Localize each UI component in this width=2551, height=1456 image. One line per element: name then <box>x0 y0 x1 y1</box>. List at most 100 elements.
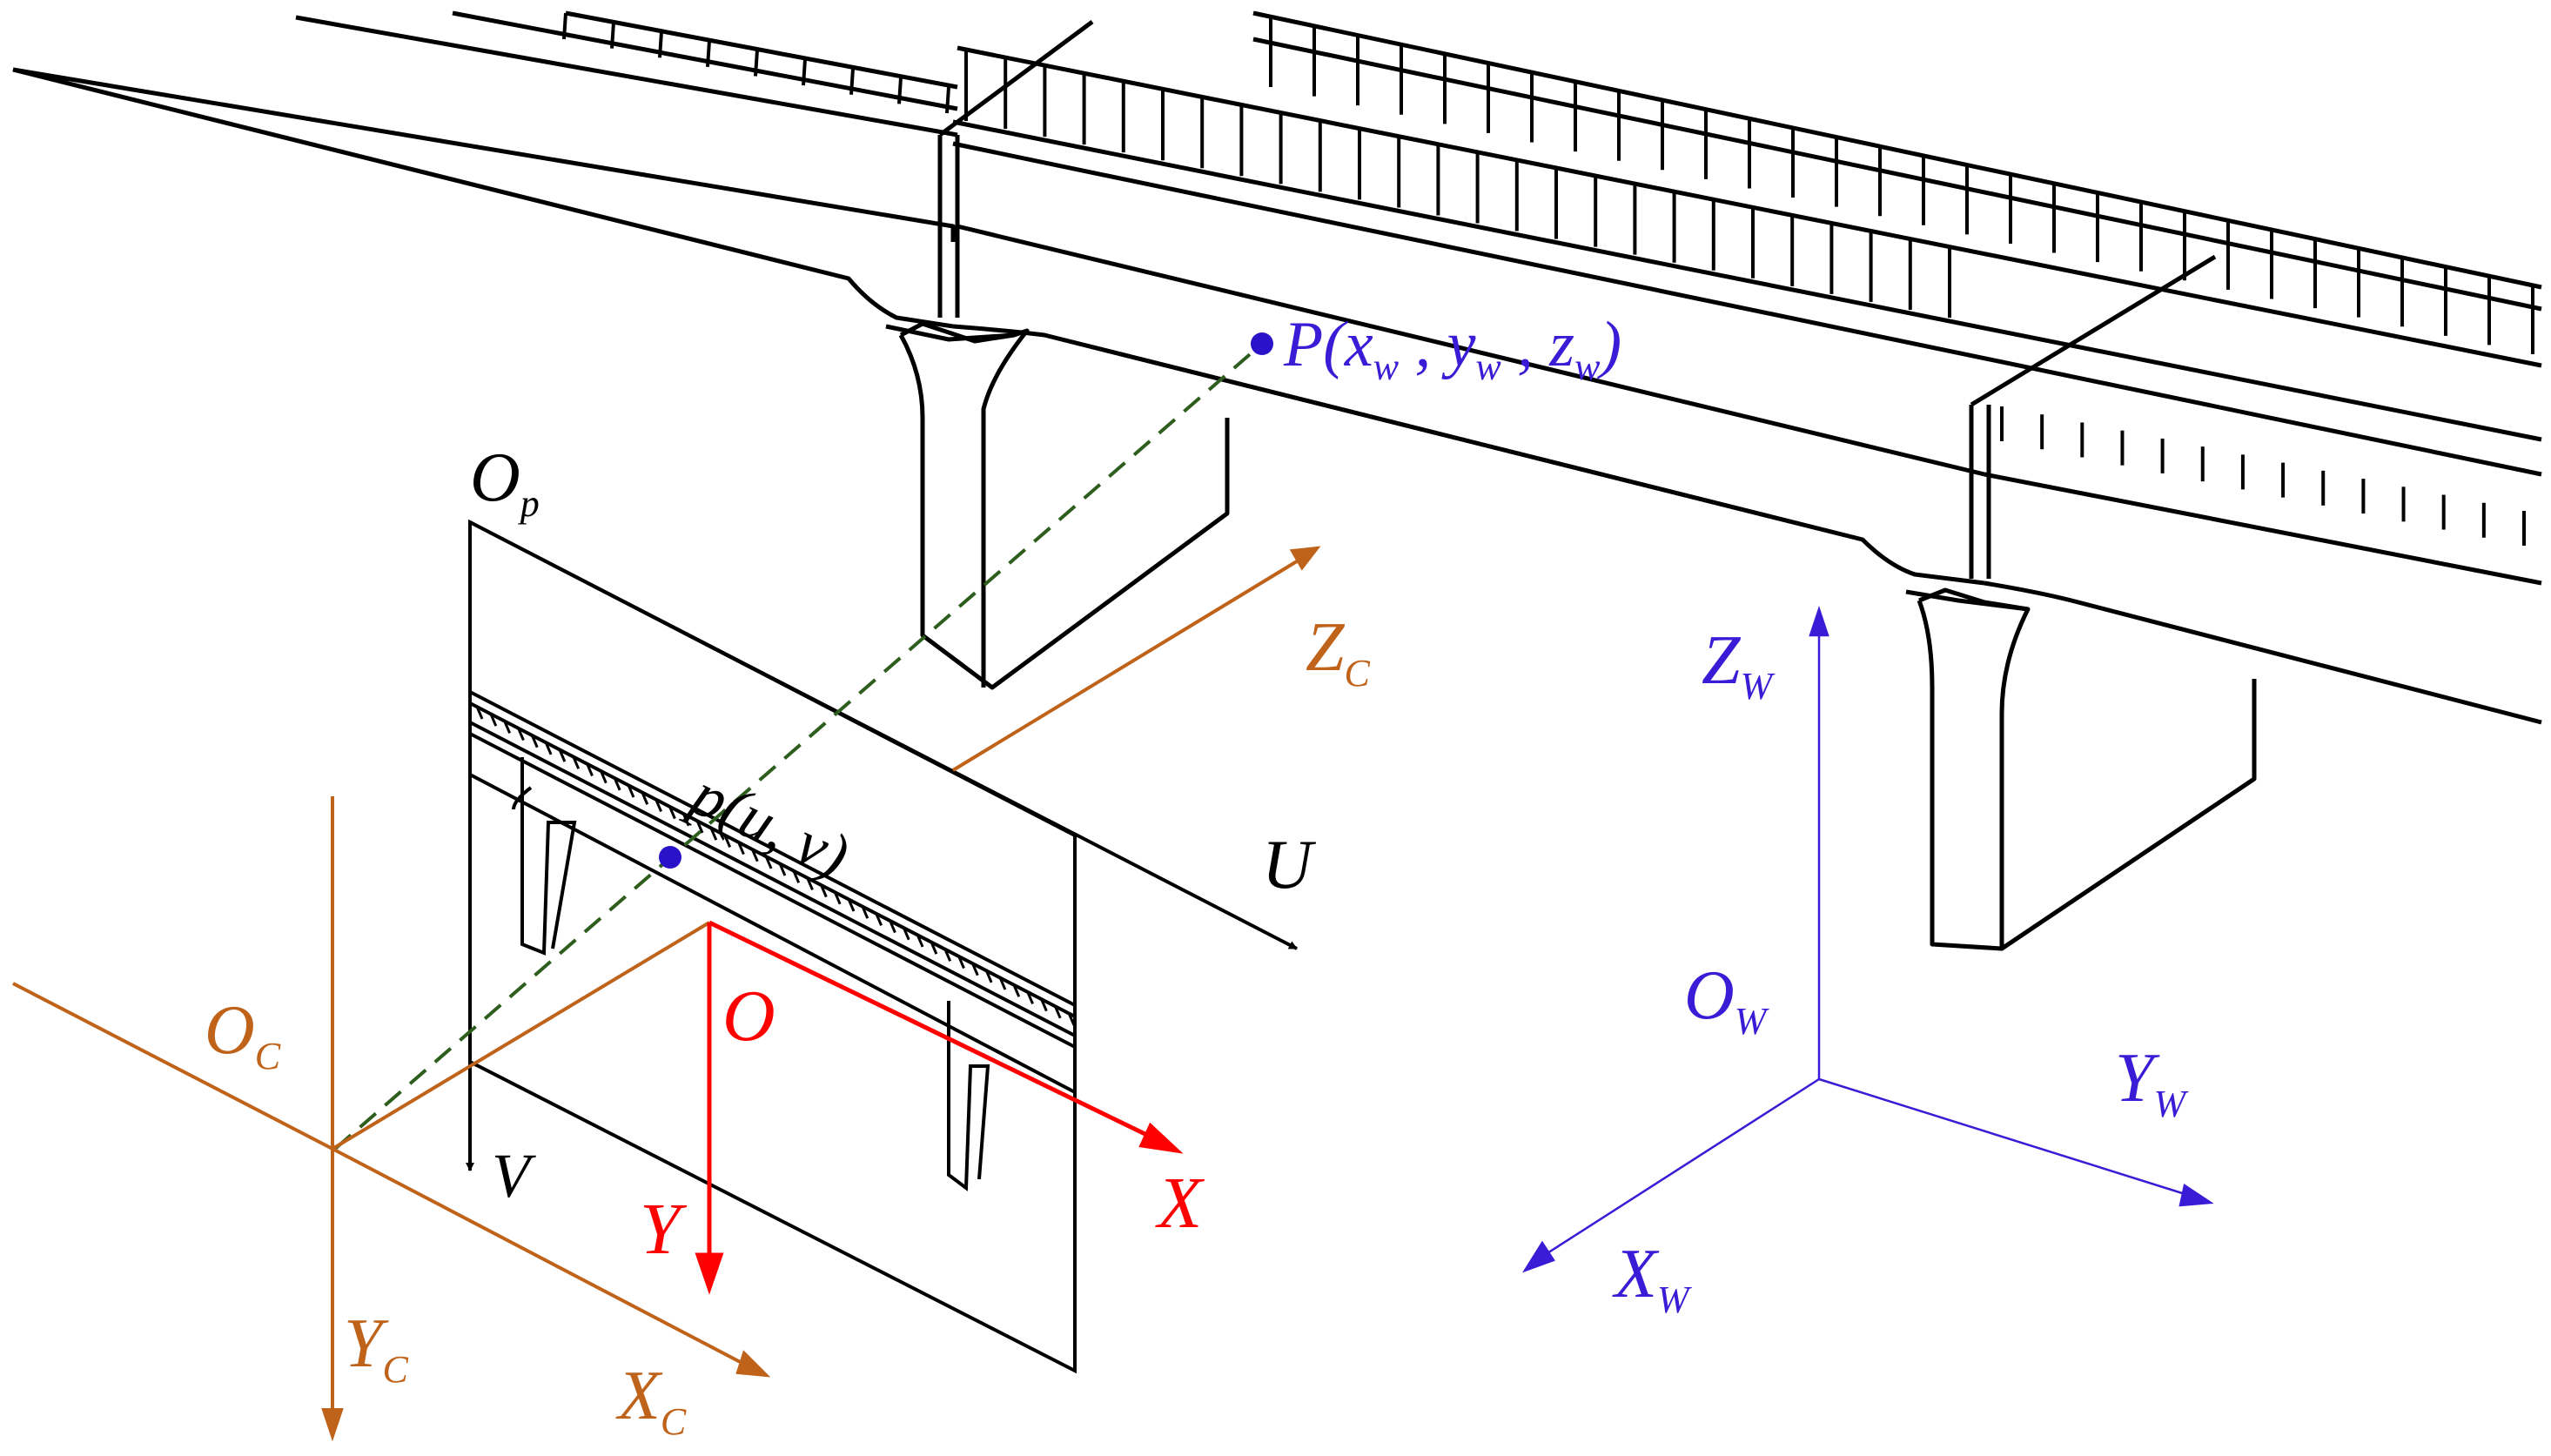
world-x-axis <box>1540 1077 1820 1259</box>
image-tie <box>668 806 676 820</box>
camera-x-axis-back <box>12 982 333 1151</box>
image-tie <box>750 849 759 862</box>
image-tie <box>943 948 952 962</box>
world-y-label: YW <box>2115 1040 2189 1125</box>
deck-rail-inner <box>565 10 958 90</box>
image-x-arrowhead <box>1138 1122 1184 1154</box>
deck-top-edge <box>12 67 956 242</box>
image-bridge-pier-2 <box>947 1001 990 1191</box>
image-x-axis <box>708 920 1159 1143</box>
image-tie <box>1026 990 1034 1005</box>
pier-1-cap <box>899 321 1015 344</box>
rail-post <box>802 58 807 86</box>
pier-2 <box>1905 589 2257 951</box>
image-tie <box>723 834 732 848</box>
image-origin-label: O <box>722 976 775 1057</box>
deck-rail-right-2 <box>957 45 2542 368</box>
pier-2-cap <box>1918 587 2029 612</box>
camera-x-axis <box>332 1147 749 1368</box>
deck-rail-right-4 <box>1252 37 2542 312</box>
image-tie <box>489 713 498 727</box>
image-tie <box>475 706 484 720</box>
image-tie <box>627 784 635 798</box>
image-tie <box>792 869 801 883</box>
camera-to-image-origin <box>331 921 711 1151</box>
image-tie <box>517 727 525 741</box>
projection-ray <box>333 342 1264 1151</box>
image-tie <box>503 720 512 734</box>
deck-rail-right-3 <box>1252 10 2542 290</box>
image-tie <box>599 770 608 784</box>
image-tie <box>737 841 745 855</box>
girder-face-mid <box>957 224 1985 477</box>
pixel-axes <box>466 520 1298 1171</box>
image-bridge-pier-1 <box>512 757 577 956</box>
world-x-label: XW <box>1612 1236 1692 1321</box>
image-tie <box>641 791 649 805</box>
image-tie <box>681 813 690 827</box>
image-tie <box>530 735 539 748</box>
rail-post <box>945 86 950 114</box>
joint-right <box>1969 254 2217 579</box>
image-tie <box>613 777 621 791</box>
image-tie <box>1012 983 1021 997</box>
image-bridge-deck-line3 <box>469 721 1076 1037</box>
image-bridge-ties <box>475 706 1076 1026</box>
image-tie <box>778 862 787 876</box>
bridge <box>12 10 2542 951</box>
world-y-arrowhead <box>2178 1183 2214 1207</box>
deck-rail-outer <box>452 10 958 111</box>
image-tie <box>970 963 979 976</box>
world-z-arrowhead <box>1809 606 1829 637</box>
image-y-label: Y <box>640 1189 688 1270</box>
image-tie <box>998 976 1007 990</box>
pixel-point-marker <box>659 846 681 869</box>
pixel-u-axis <box>469 520 1298 950</box>
rail-post <box>849 68 855 95</box>
rail-post <box>562 12 567 40</box>
image-tie <box>586 762 594 777</box>
camera-z-label: ZC <box>1306 609 1371 694</box>
world-point-marker <box>1251 332 1273 355</box>
pixel-v-label: V <box>492 1141 536 1211</box>
image-x-label: X <box>1155 1163 1205 1244</box>
image-y-arrowhead <box>695 1252 724 1295</box>
image-tie <box>861 905 869 919</box>
world-y-axis <box>1818 1077 2194 1198</box>
world-x-arrowhead <box>1522 1240 1555 1273</box>
image-bridge-girder <box>469 773 1076 1094</box>
camera-y-arrowhead <box>321 1408 344 1442</box>
rail-post <box>897 77 903 104</box>
camera-axes <box>12 546 1321 1442</box>
image-tie <box>1039 998 1048 1012</box>
image-tie <box>930 941 938 955</box>
image-tie <box>902 927 910 941</box>
pier-1 <box>885 324 1230 690</box>
image-tie <box>1067 1012 1076 1026</box>
deck-top-right <box>952 141 2542 477</box>
image-bridge-deck-top <box>469 690 1076 1007</box>
image-tie <box>875 912 883 926</box>
image-tie <box>847 898 856 912</box>
image-tie <box>957 955 965 970</box>
camera-origin-label: OC <box>205 992 281 1077</box>
rail-post <box>658 31 663 58</box>
girder-bottom-left <box>12 67 954 329</box>
deck-rail-right-1 <box>952 119 2542 442</box>
image-tie <box>764 855 773 869</box>
rail-post <box>754 50 759 77</box>
image-tie <box>695 820 704 834</box>
world-point-label: P(xw , yw , zw) <box>1283 309 1621 388</box>
world-z-label: ZW <box>1702 622 1776 708</box>
girder-bottom-right <box>1984 580 2542 725</box>
bridge-rail-posts <box>562 12 2534 546</box>
image-tie <box>1053 1005 1062 1019</box>
world-axes <box>1522 606 2214 1273</box>
image-tie <box>806 876 814 891</box>
deck-top-edge-far <box>295 15 958 138</box>
pixel-origin-label: Op <box>470 439 540 525</box>
world-origin-label: OW <box>1684 957 1769 1043</box>
rail-post <box>706 40 711 68</box>
image-tie <box>558 748 567 762</box>
